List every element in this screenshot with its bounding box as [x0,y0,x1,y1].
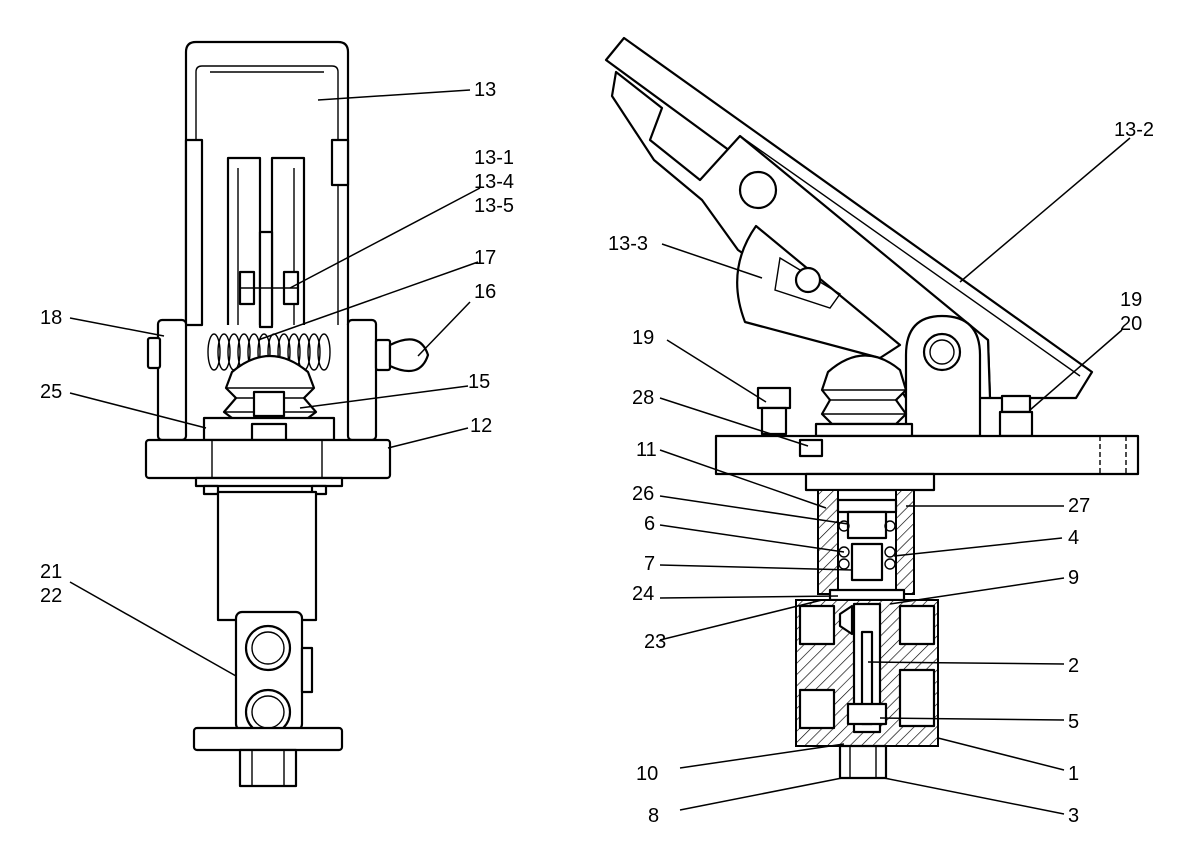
lever-arm [736,224,902,360]
label-19-right: 19 [1120,289,1142,311]
label-23: 23 [644,631,666,653]
label-6: 6 [644,513,655,535]
label-20: 20 [1120,313,1142,335]
pedal [604,36,1094,400]
label-9: 9 [1068,567,1079,589]
label-13-1: 13-1 [474,147,514,169]
label-12: 12 [470,415,492,437]
front-view [144,40,430,788]
label-7: 7 [644,553,655,575]
label-13-5: 13-5 [474,195,514,217]
pedal-cover [184,40,350,327]
label-3: 3 [1068,805,1079,827]
right-bracket [346,318,378,442]
label-19-left: 19 [632,327,654,349]
label-24: 24 [632,583,654,605]
bellows [222,354,318,426]
label-26: 26 [632,483,654,505]
upper-housing [817,489,915,602]
knob [374,338,430,373]
label-17: 17 [474,247,496,269]
section-view [604,36,1140,780]
lower-body [795,599,939,780]
label-21: 21 [40,561,62,583]
label-15: 15 [468,371,490,393]
label-2: 2 [1068,655,1079,677]
mounting-plate [714,434,1140,492]
base-plate [144,438,392,496]
label-16: 16 [474,281,496,303]
label-28: 28 [632,387,654,409]
spring-coil [207,333,221,371]
leader-lines [69,89,1131,815]
valve-body [192,490,344,788]
label-1: 1 [1068,763,1079,785]
label-11: 11 [636,439,657,461]
label-25: 25 [40,381,62,403]
label-13-2: 13-2 [1114,119,1154,141]
bellows-right [814,354,914,438]
label-22: 22 [40,585,62,607]
pivot-bracket [904,314,982,438]
label-13-3: 13-3 [608,233,648,255]
bolt-left [756,386,792,410]
inner-lever [226,156,306,329]
label-27: 27 [1068,495,1090,517]
label-8: 8 [648,805,659,827]
label-10: 10 [636,763,658,785]
spring-coil [307,333,321,371]
label-13: 13 [474,79,496,101]
label-4: 4 [1068,527,1079,549]
spring-coil [317,333,331,371]
label-13-4: 13-4 [474,171,514,193]
bolt-right [1000,394,1032,414]
label-18: 18 [40,307,62,329]
spring-coil [217,333,231,371]
label-5: 5 [1068,711,1079,733]
callout-labels: 13 13-1 13-4 13-5 17 16 18 15 25 12 21 2… [40,79,1154,827]
